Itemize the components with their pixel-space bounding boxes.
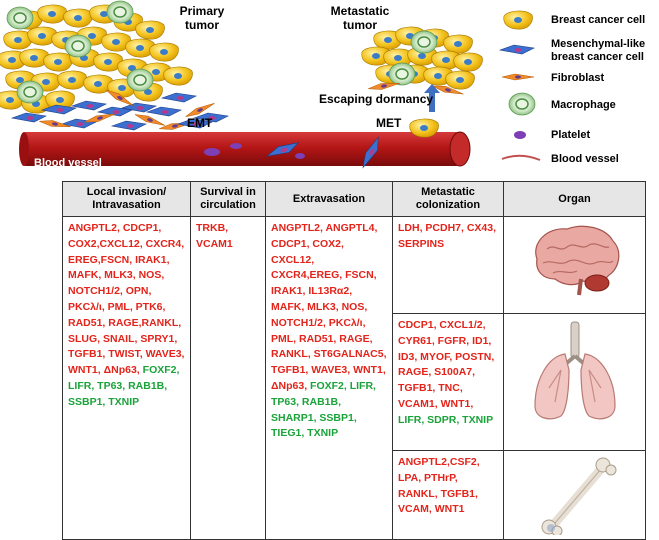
header-extravasation: Extravasation: [265, 181, 393, 217]
dormancy-arrow: [424, 84, 440, 112]
local-invasion-genes-green: FOXF2, LIFR, TP63, RAB1B, SSBP1, TXNIP: [68, 364, 180, 408]
colonization-brain-genes: LDH, PCDH7, CX43, SERPINS: [392, 216, 504, 314]
colonization-lung-green: LIFR, SDPR, TXNIP: [398, 413, 494, 426]
metastatic-tumor: [361, 26, 484, 98]
colonization-lung-red: CDCP1, CXCL1/2, CYR61, FGFR, ID1, ID3, M…: [398, 319, 495, 410]
legend-label-fibroblast: Fibroblast: [551, 72, 605, 84]
legend-label-platelet: Platelet: [551, 129, 591, 141]
legend-label-macrophage: Macrophage: [551, 99, 616, 111]
header-colonization: Metastatic colonization: [392, 181, 504, 217]
metastatic-tumor-label: Metastatic tumor: [330, 4, 390, 32]
extravasation-genes-red: ANGPTL2, ANGPTL4, CDCP1, COX2, CXCL12, C…: [271, 222, 387, 392]
extravasation-genes-green: FOXF2, LIFR, TP63, RAB1B, SHARP1, SSBP1,…: [271, 379, 376, 440]
legend-label-mesenchymal-cell: Mesenchymal-like breast cancer cell: [551, 38, 646, 63]
header-survival: Survival in circulation: [190, 181, 266, 217]
local-invasion-genes: ANGPTL2, CDCP1, COX2,CXCL12, CXCR4, EREG…: [62, 216, 191, 540]
header-organ: Organ: [503, 181, 646, 217]
brain-row: ANGPTL2, CDCP1, COX2,CXCL12, CXCR4, EREG…: [62, 216, 646, 540]
lung-icon: [533, 321, 616, 420]
metastasis-diagram: [0, 0, 541, 171]
bone-icon: [541, 457, 616, 535]
met-label: MET: [376, 116, 402, 130]
colonization-bone-red: ANGPTL2,CSF2, LPA, PTHrP, RANKL, TGFB1, …: [398, 456, 480, 516]
header-local-invasion: Local invasion/ Intravasation: [62, 181, 191, 217]
organ-bone: [503, 450, 646, 540]
colonization-lung-genes: CDCP1, CXCL1/2, CYR61, FGFR, ID1, ID3, M…: [392, 313, 504, 451]
blood-vessel: [19, 118, 471, 171]
colonization-bone-genes: ANGPTL2,CSF2, LPA, PTHrP, RANKL, TGFB1, …: [392, 450, 504, 540]
header-row: Local invasion/ Intravasation Survival i…: [62, 181, 646, 217]
legend-label-blood-vessel: Blood vessel: [551, 153, 619, 165]
legend-icons: [499, 10, 541, 161]
blood-vessel-label: Blood vessel: [34, 157, 102, 169]
gene-table: Local invasion/ Intravasation Survival i…: [62, 181, 646, 540]
local-invasion-genes-red: ANGPTL2, CDCP1, COX2,CXCL12, CXCR4, EREG…: [68, 222, 185, 377]
escaping-dormancy-label: Escaping dormancy: [319, 92, 434, 106]
primary-tumor-label: Primary tumor: [179, 4, 225, 32]
organ-brain: [503, 216, 646, 314]
emt-label: EMT: [187, 116, 213, 130]
colonization-brain-red: LDH, PCDH7, CX43, SERPINS: [398, 222, 497, 250]
extravasation-genes: ANGPTL2, ANGPTL4, CDCP1, COX2, CXCL12, C…: [265, 216, 393, 540]
survival-genes-red: TRKB, VCAM1: [196, 222, 233, 250]
organ-lung: [503, 313, 646, 451]
legend-label-breast-cancer-cell: Breast cancer cell: [551, 14, 646, 26]
survival-genes: TRKB, VCAM1: [190, 216, 266, 540]
brain-icon: [534, 225, 619, 296]
lung-row: CDCP1, CXCL1/2, CYR61, FGFR, ID1, ID3, M…: [63, 313, 646, 451]
